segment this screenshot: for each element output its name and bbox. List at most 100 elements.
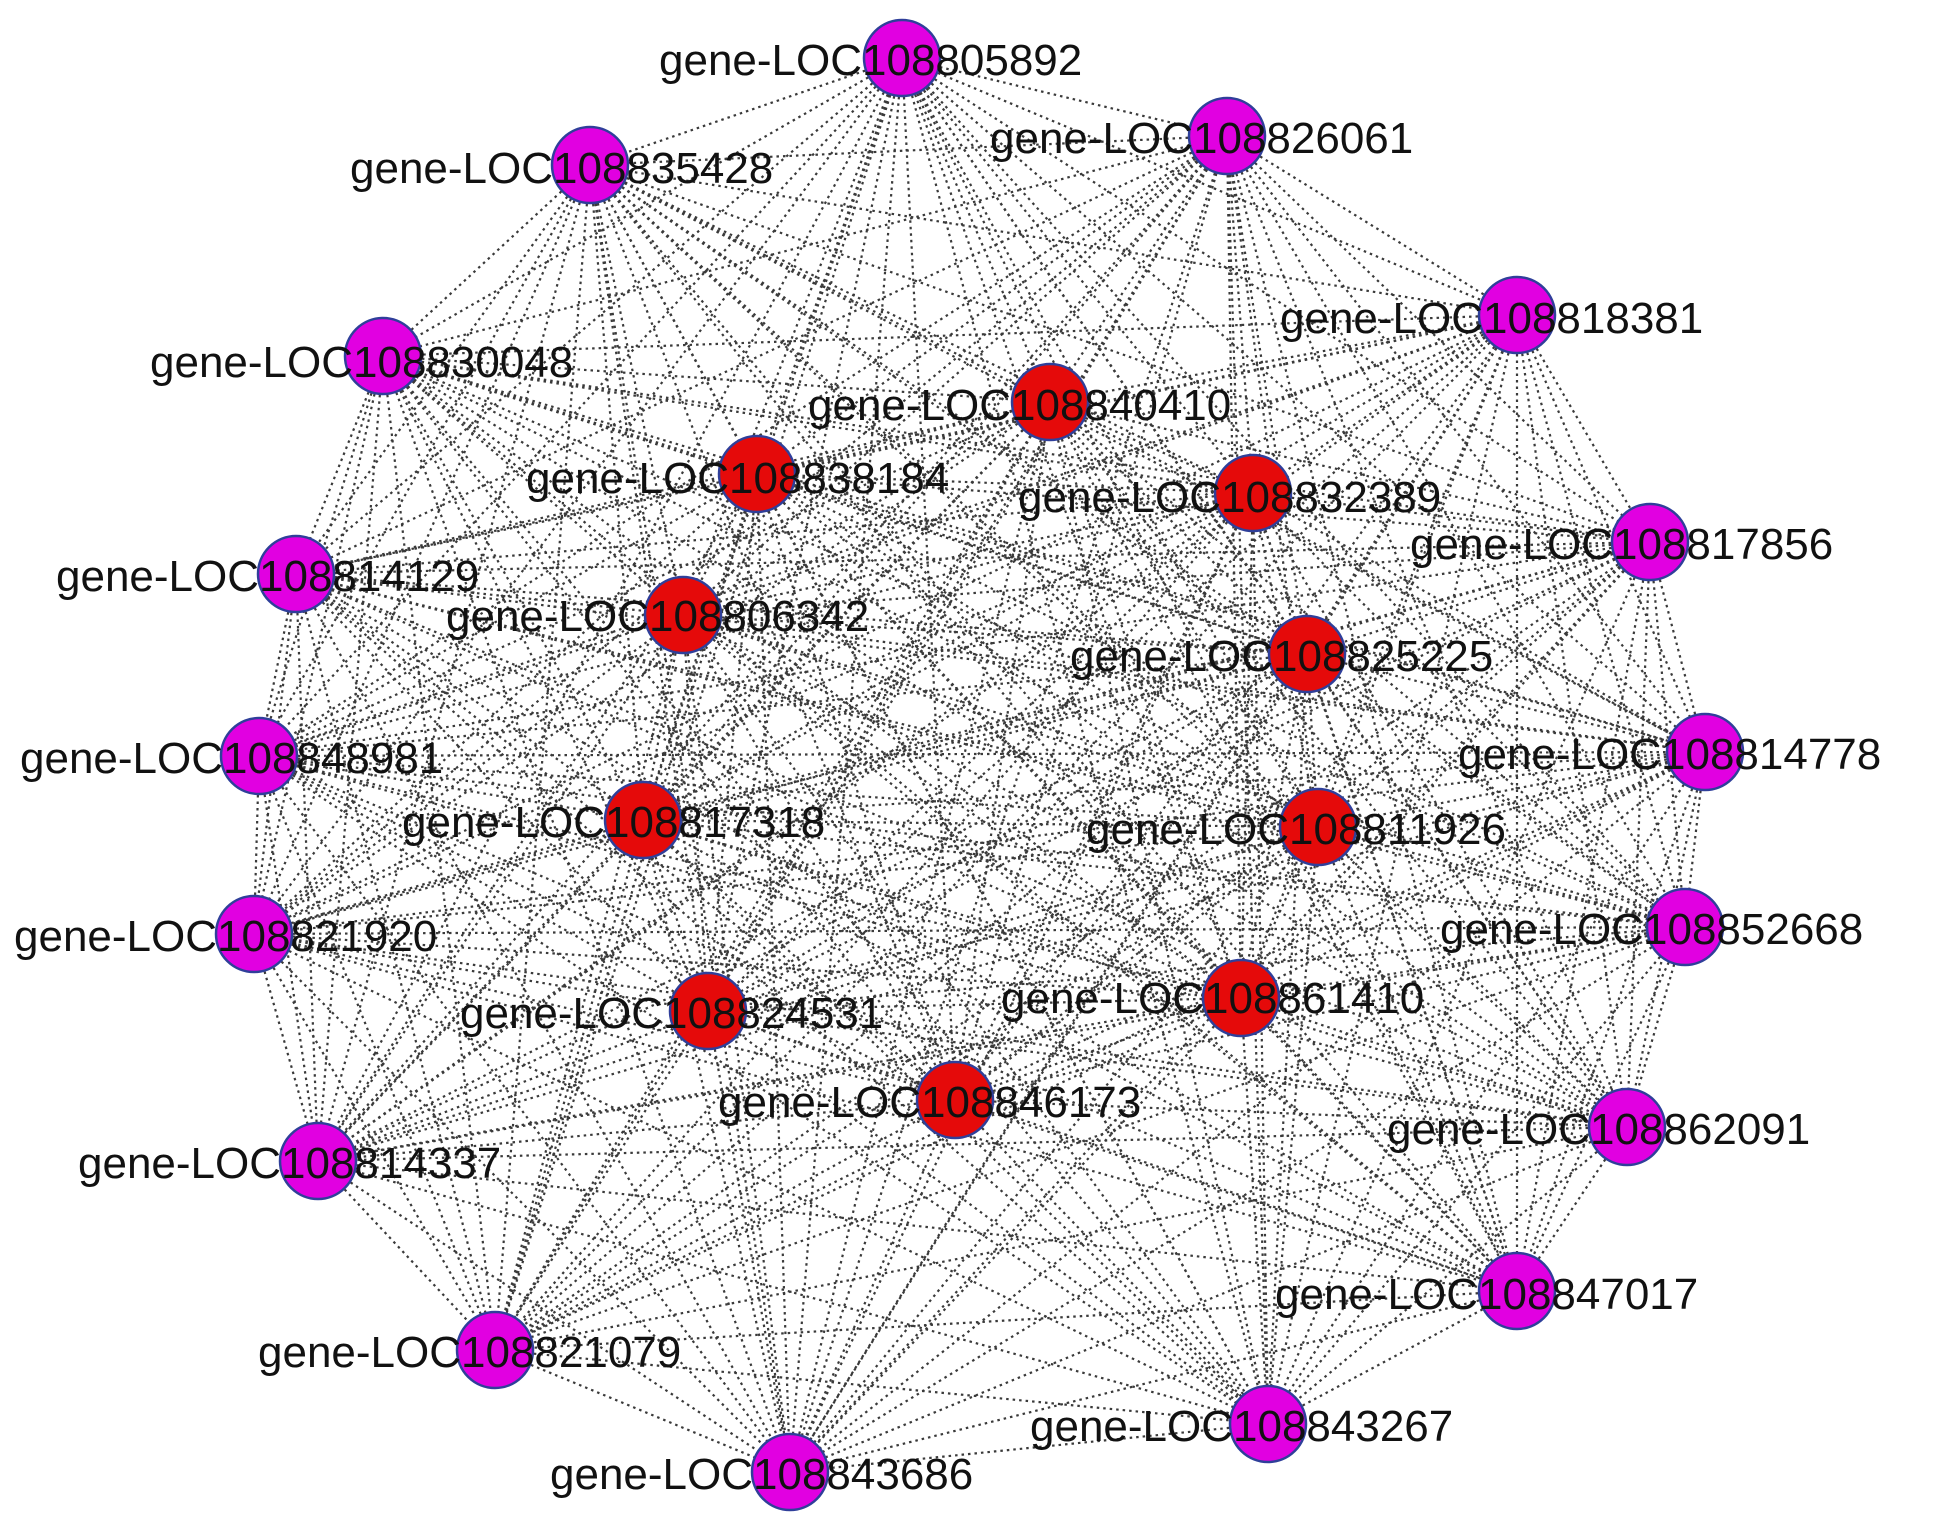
node-outer[interactable] (1610, 502, 1690, 582)
edge-n3-n4 (589, 163, 1518, 317)
edge-n2-n20 (707, 135, 1228, 1012)
edge-n4-n14 (1515, 314, 1707, 753)
edge-n11-n27 (681, 614, 792, 1473)
node-label: gene-LOC108838184 (526, 454, 949, 503)
edge-n7-n13 (258, 473, 758, 757)
edge-n19-n24 (1240, 997, 1518, 1292)
edge-n8-n21 (954, 492, 1254, 1101)
edge-n2-n16 (1225, 135, 1320, 828)
edge-n15-n23 (317, 819, 644, 1162)
edge-n8-n18 (1252, 492, 1686, 928)
edge-n1-n22 (901, 57, 1628, 1128)
edge-n5-n11 (382, 355, 684, 616)
edge-n16-n20 (707, 825, 1319, 1013)
node-outer[interactable] (1187, 96, 1267, 176)
node-outer[interactable] (1587, 1087, 1667, 1167)
node-label: gene-LOC108818381 (1280, 294, 1703, 343)
edge-n7-n22 (756, 473, 1628, 1128)
edge-n6-n7 (756, 400, 1051, 476)
edge-n16-n21 (954, 826, 1319, 1101)
node-inner[interactable] (1010, 362, 1090, 442)
edge-n4-n8 (1252, 314, 1518, 494)
node-inner[interactable] (668, 971, 748, 1051)
edge-n5-n17 (252, 355, 385, 935)
node-outer[interactable] (1228, 1384, 1308, 1464)
node-outer[interactable] (219, 716, 299, 796)
edge-n13-n14 (258, 750, 1706, 758)
edge-n3-n23 (316, 164, 592, 1162)
node-label: gene-LOC108814778 (1458, 730, 1881, 779)
edge-n10-n18 (295, 572, 1686, 929)
edge-n13-n18 (258, 754, 1686, 929)
edge-n4-n13 (258, 313, 1518, 758)
edge-n17-n18 (253, 925, 1686, 936)
node-outer[interactable] (214, 894, 294, 974)
edge-n10-n12 (295, 572, 1308, 656)
node-inner[interactable] (1201, 958, 1281, 1038)
network-nodes (214, 18, 1745, 1512)
edge-n16-n26 (1266, 826, 1320, 1425)
edge-n3-n12 (589, 164, 1308, 655)
edge-n14-n19 (1240, 751, 1706, 999)
edge-n1-n19 (900, 57, 1243, 999)
edge-n17-n26 (253, 933, 1269, 1425)
node-label: gene-LOC108814129 (56, 552, 479, 601)
edge-n4-n21 (954, 314, 1518, 1101)
node-outer[interactable] (455, 1310, 535, 1390)
node-outer[interactable] (862, 18, 942, 98)
edge-n15-n18 (642, 818, 1686, 929)
node-outer[interactable] (256, 534, 336, 614)
edge-n7-n26 (756, 473, 1269, 1425)
edge-n2-n19 (1225, 135, 1243, 999)
edge-n3-n13 (258, 164, 591, 757)
edge-n10-n26 (295, 573, 1269, 1425)
node-inner[interactable] (1267, 614, 1347, 694)
edge-n20-n21 (707, 1009, 956, 1102)
node-outer[interactable] (1477, 275, 1557, 355)
edge-n3-n19 (589, 164, 1242, 999)
edge-n17-n24 (253, 932, 1518, 1293)
node-inner[interactable] (603, 780, 683, 860)
node-inner[interactable] (717, 434, 797, 514)
edge-n17-n27 (253, 933, 791, 1473)
edge-n1-n5 (382, 57, 903, 357)
node-outer[interactable] (1477, 1251, 1557, 1331)
edge-n12-n27 (789, 653, 1308, 1473)
edge-n9-n11 (682, 540, 1651, 617)
node-inner[interactable] (1278, 787, 1358, 867)
edge-n16-n18 (1317, 825, 1686, 929)
edge-n10-n13 (257, 573, 298, 757)
node-inner[interactable] (643, 575, 723, 655)
node-outer[interactable] (1645, 887, 1725, 967)
edge-n1-n26 (900, 57, 1270, 1425)
edge-n6-n23 (317, 401, 1051, 1162)
edge-n16-n22 (1317, 826, 1628, 1128)
node-outer[interactable] (1665, 712, 1745, 792)
edge-n20-n23 (317, 1009, 709, 1163)
node-inner[interactable] (1213, 453, 1293, 533)
edge-n8-n10 (295, 491, 1254, 576)
edge-n4-n20 (707, 314, 1518, 1012)
node-label: gene-LOC108848981 (20, 734, 443, 783)
edge-n19-n25 (494, 997, 1242, 1351)
edge-n9-n26 (1266, 541, 1652, 1425)
node-outer[interactable] (750, 1432, 830, 1512)
edge-n20-n27 (706, 1010, 792, 1473)
edge-n9-n12 (1306, 540, 1651, 656)
edge-n10-n27 (295, 573, 791, 1473)
edge-n8-n25 (494, 492, 1254, 1351)
node-outer[interactable] (278, 1121, 358, 1201)
node-inner[interactable] (915, 1060, 995, 1140)
edge-n19-n20 (707, 996, 1242, 1013)
node-label: gene-LOC108825225 (1070, 632, 1493, 681)
network-edges (252, 56, 1707, 1474)
node-label: gene-LOC108832389 (1018, 473, 1441, 522)
node-outer[interactable] (550, 125, 630, 205)
edge-n6-n10 (295, 400, 1051, 576)
edge-n1-n6 (900, 57, 1052, 403)
edge-n2-n8 (1225, 135, 1255, 494)
node-outer[interactable] (343, 316, 423, 396)
node-label: gene-LOC108861410 (1001, 974, 1424, 1023)
edge-n18-n26 (1267, 926, 1686, 1425)
edge-n3-n9 (589, 163, 1651, 544)
